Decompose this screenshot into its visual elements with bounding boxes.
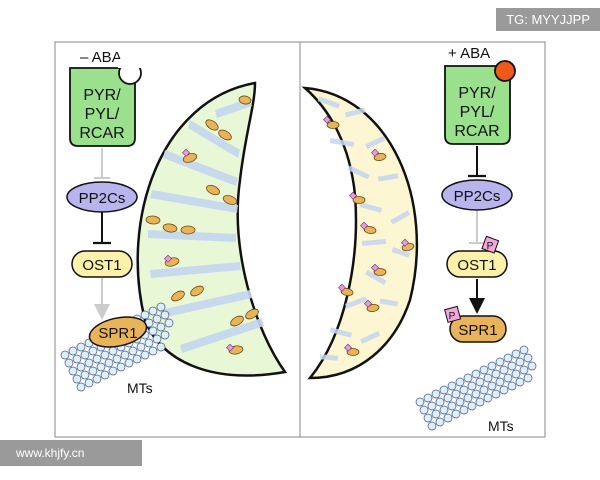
target-phospho-label: P <box>449 311 456 322</box>
right-phosphatase-node <box>441 179 513 211</box>
ost1-marks-right <box>323 115 409 352</box>
microtubule-fragments-right <box>317 96 411 361</box>
right-microtubule-bundle-icon <box>415 345 537 431</box>
right-receptor-line3: RCAR <box>454 123 499 140</box>
watermark-bottom: www.khjfy.cn <box>0 440 142 466</box>
watermark-top: TG: MYYJJPP <box>496 8 600 31</box>
right-target-label: SPR1 <box>458 322 497 339</box>
left-kinase-label: OST1 <box>82 257 121 274</box>
left-target-node <box>88 316 148 348</box>
left-condition-label: – ABA <box>80 49 122 66</box>
left-receptor-line1: PYR/ <box>83 87 121 104</box>
right-receptor-line2: PYL/ <box>460 104 495 121</box>
left-receptor-line2: PYL/ <box>85 106 120 123</box>
ost1-marks-left <box>164 148 234 352</box>
left-microtubule-bundle-icon <box>60 302 174 392</box>
kinase-phospho-icon <box>481 235 500 254</box>
right-guard-cell <box>301 86 419 380</box>
left-receptor-line3: RCAR <box>79 125 124 142</box>
right-kinase-node <box>446 250 508 278</box>
right-signaling-cascade: + ABA PYR/ PYL/ RCAR PP2Cs OST1 P SPR1 P… <box>415 45 537 434</box>
spr1-dispersed-right <box>326 121 415 356</box>
right-receptor-box <box>444 65 511 145</box>
left-guard-cell <box>136 81 288 377</box>
kinase-phospho-label: P <box>487 241 494 252</box>
aba-ligand-icon <box>494 60 516 82</box>
left-target-label: SPR1 <box>98 325 137 342</box>
left-signaling-cascade: – ABA PYR/ PYL/ RCAR PP2Cs OST1 SPR1 MTs <box>60 49 174 396</box>
right-microtubule-label: MTs <box>488 418 514 434</box>
right-target-node <box>449 315 507 343</box>
right-phosphatase-label: PP2Cs <box>454 188 501 205</box>
right-condition-label: + ABA <box>448 45 490 62</box>
cortical-microtubules-left <box>148 98 264 353</box>
left-microtubule-label: MTs <box>127 380 153 396</box>
pocket-mask <box>118 59 142 68</box>
left-kinase-node <box>71 250 133 278</box>
left-receptor-box <box>69 67 136 147</box>
right-receptor-line1: PYR/ <box>458 85 496 102</box>
spr1-clusters-left <box>145 95 259 355</box>
target-phospho-icon <box>444 305 462 323</box>
left-phosphatase-label: PP2Cs <box>79 190 126 207</box>
right-kinase-label: OST1 <box>457 257 496 274</box>
